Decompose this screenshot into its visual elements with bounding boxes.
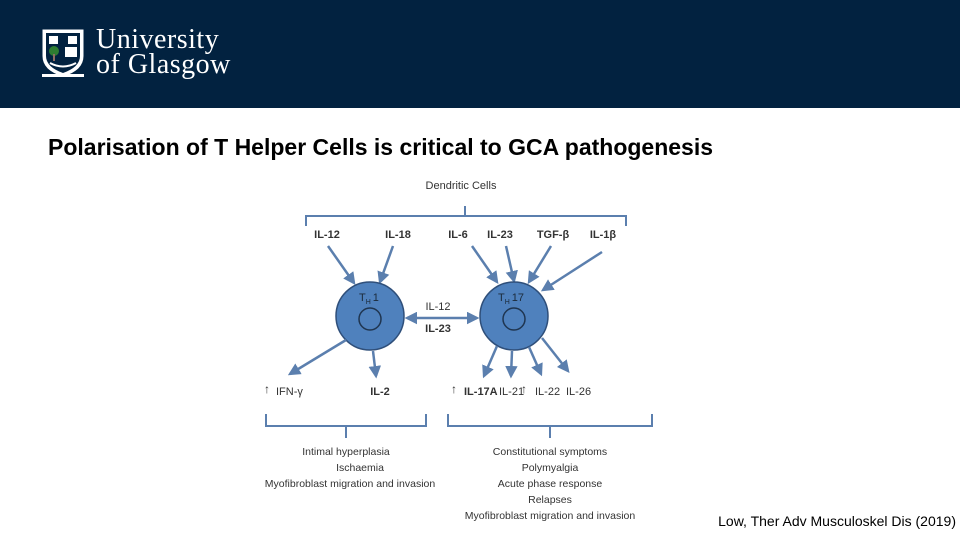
cross-il12: IL-12 — [425, 301, 450, 313]
arrow-th17-to-il26 — [541, 337, 570, 373]
logo-line-2: of Glasgow — [96, 49, 231, 80]
wordmark: University of Glasgow — [96, 24, 231, 80]
th-polarisation-diagram: Dendritic Cells IL-12 IL-18 IL-6 IL-23 T… — [264, 180, 653, 522]
th17-effect-2: Polymyalgia — [522, 462, 579, 474]
input-il6: IL-6 — [448, 229, 468, 241]
output-il21: IL-21 — [499, 386, 524, 398]
th1-effect-2: Ischaemia — [336, 462, 384, 474]
arrow-il12-to-th1 — [326, 245, 356, 286]
th17-label-t: T — [498, 292, 505, 304]
cross-il23: IL-23 — [425, 323, 451, 335]
arrow-th1-to-ifn — [287, 338, 347, 376]
th1-effect-3: Myofibroblast migration and invasion — [265, 478, 436, 490]
th17-label-h: H — [505, 299, 510, 306]
bracket-th17-effects — [447, 414, 653, 438]
th1-label-num: 1 — [373, 292, 379, 304]
output-il26: IL-26 — [566, 386, 591, 398]
dendritic-cells-label: Dendritic Cells — [426, 180, 497, 192]
university-logo[interactable]: University of Glasgow — [40, 26, 260, 82]
arrow-il18-to-th1 — [377, 245, 395, 285]
output-il17a: IL-17A — [464, 386, 498, 398]
arrow-th17-to-il17a — [482, 345, 499, 379]
output-il2: IL-2 — [370, 386, 390, 398]
input-il1-beta: IL-1β — [590, 229, 617, 241]
output-il22: IL-22 — [535, 386, 560, 398]
th17-effect-4: Relapses — [528, 494, 572, 506]
th1-effect-1: Intimal hyperplasia — [302, 446, 390, 458]
citation: Low, Ther Adv Musculoskel Dis (2019) — [718, 513, 956, 529]
arrow-il6-to-th17 — [470, 245, 499, 285]
arrow-il23-to-th17 — [504, 245, 518, 284]
header-bar: University of Glasgow — [0, 0, 960, 108]
up-arrow-ifn: ↑ — [264, 382, 270, 396]
th1-label-h: H — [366, 299, 371, 306]
page-title: Polarisation of T Helper Cells is critic… — [48, 134, 714, 160]
th17-effect-1: Constitutional symptoms — [493, 446, 607, 458]
crest-icon — [42, 29, 84, 77]
arrow-th17-to-il22 — [527, 346, 543, 377]
output-ifn-gamma: IFN-γ — [276, 386, 303, 398]
svg-text:TH1: TH1 — [359, 292, 379, 306]
arrow-th17-to-il21 — [505, 350, 518, 379]
up-arrow-il17a: ↑ — [451, 382, 457, 396]
input-il12: IL-12 — [314, 229, 340, 241]
bracket-th1-effects — [265, 414, 427, 438]
th17-effect-3: Acute phase response — [498, 478, 603, 490]
input-il23: IL-23 — [487, 229, 513, 241]
arrow-tgf-to-th17 — [527, 245, 553, 285]
th1-label-t: T — [359, 292, 366, 304]
th17-effect-5: Myofibroblast migration and invasion — [465, 510, 636, 522]
arrow-il1-to-th17 — [540, 250, 603, 292]
up-arrow-il21: ↑ — [521, 382, 527, 396]
input-il18: IL-18 — [385, 229, 411, 241]
th17-label-num: 17 — [512, 292, 524, 304]
logo-line-1: University — [96, 24, 220, 55]
arrow-th1-to-il2 — [368, 350, 382, 379]
input-tgf-beta: TGF-β — [537, 229, 570, 241]
top-bracket — [305, 206, 627, 226]
